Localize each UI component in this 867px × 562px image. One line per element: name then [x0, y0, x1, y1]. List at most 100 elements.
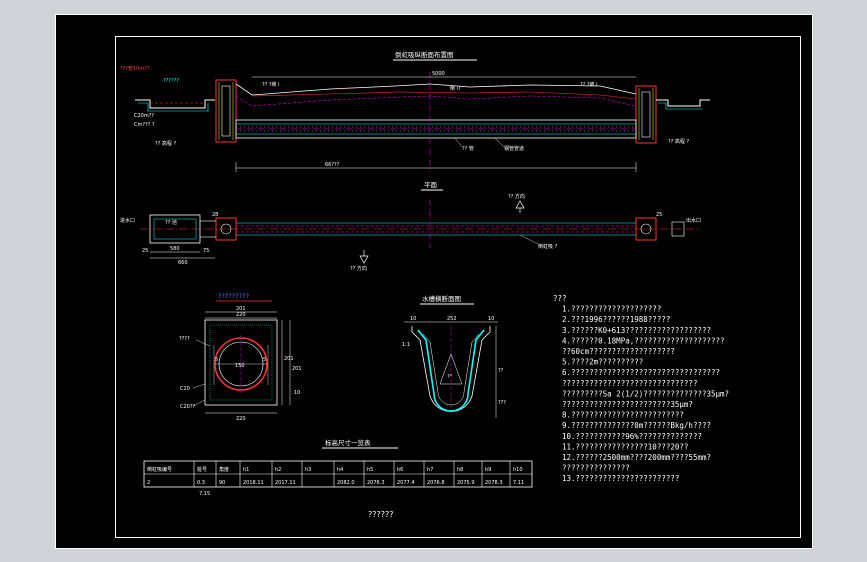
pipe-label-1: ?? 管 — [462, 145, 474, 152]
cs-top-right: 10 — [488, 316, 494, 322]
note-line: 12.??????2500mm????200mm????55mm? — [562, 453, 711, 462]
table-data-cell: 2078.3 — [485, 480, 503, 486]
table-header-cell: h5 — [367, 467, 373, 473]
table-header-cell: h3 — [305, 467, 311, 473]
table-header-cell: h7 — [427, 467, 433, 473]
profile-title: 倒虹吸纵断面布置图 — [395, 50, 454, 59]
ps-inner: 150 — [235, 363, 245, 369]
ps-r1: 201 — [284, 356, 294, 362]
ps-b: 5 — [263, 357, 266, 363]
plan-n2: 75 — [203, 248, 209, 254]
ps-bottom: 220 — [236, 416, 246, 422]
note-line: ?????????Sa 2(1/2)??????????????35μm? — [562, 389, 729, 398]
plan-dim-2: 660 — [178, 260, 188, 266]
ps-r2: 201 — [292, 366, 302, 372]
plan-left-end: 进水口 — [120, 217, 135, 224]
label-left-low1: C20m?? — [134, 113, 154, 119]
cross-section-title: 水槽横断面图 — [422, 294, 461, 303]
note-line: ????????????????????????35μm? — [562, 400, 693, 409]
ps-mid1: C20 — [180, 386, 190, 392]
ps-a: 5 — [215, 357, 218, 363]
table-data-cell: 2077.4 — [397, 480, 415, 486]
note-line: 3.??????K0+613??????????????????? — [562, 326, 711, 335]
note-line: 10.???????????96%?????????????? — [562, 432, 702, 441]
note-line: 8.????????????????????????? — [562, 411, 684, 420]
table-data-cell: 2076.3 — [367, 480, 385, 486]
plan-dir-in: ?? 方向 — [508, 193, 525, 200]
ps-side: 10 — [294, 390, 300, 396]
pipe-label-2: 钢管管道 — [504, 145, 524, 152]
label-right-bottom: ?? 高程 ? — [668, 138, 689, 145]
profile-dim-top: 5000 — [432, 71, 445, 77]
ps-left: ???? — [179, 336, 190, 342]
cs-angle: ?° — [447, 374, 453, 380]
profile-dim-overall: 66??? — [325, 162, 340, 168]
note-line: ?????????????????????????????? — [562, 379, 697, 388]
note-line: ??????????????? — [562, 464, 630, 473]
table-title: 标高尺寸一览表 — [325, 438, 371, 447]
cs-side1: 1:1 — [402, 342, 410, 348]
table-header-cell: h1 — [243, 467, 249, 473]
elevation-table: 标高尺寸一览表 倒虹吸编号2桩号0.3角度90h12018.11h22017.1… — [143, 438, 533, 497]
inner-drawing-border — [115, 36, 801, 538]
plan-dir-out: ?? 方向 — [350, 265, 367, 272]
cs-top-left: 10 — [410, 316, 416, 322]
cs-top-mid: 252 — [447, 316, 457, 322]
table-header-cell: h10 — [513, 467, 523, 473]
note-line: 9.??????????????0m??????Bkg/h???? — [562, 421, 711, 430]
table-header-cell: h8 — [457, 467, 463, 473]
table-data-cell: 7.11 — [513, 480, 524, 486]
pipe-section-title: ????????? — [218, 292, 249, 300]
profile-center-label: 倒 i? — [450, 85, 461, 92]
table-data-cell: 2076.8 — [427, 480, 445, 486]
note-line: ??60cm??????????????????? — [562, 347, 675, 356]
table-header-cell: h4 — [337, 467, 343, 473]
table-header-cell: h6 — [397, 467, 403, 473]
cs-depth: ??? — [498, 400, 506, 406]
segment-left: ?? ?坡 i — [262, 81, 280, 88]
table-data-cell: 2082.0 — [337, 480, 355, 486]
label-left-top: ???管10m?? — [120, 65, 150, 72]
profile-view: 倒虹吸纵断面布置图 — [120, 50, 710, 172]
segment-right: ?? ?坡 i — [580, 81, 598, 88]
table-data-cell: 2075.9 — [457, 480, 475, 486]
table-header-cell: h2 — [275, 467, 281, 473]
table-header-cell: h9 — [485, 467, 491, 473]
table-header-cell: 桩号 — [197, 466, 207, 473]
ps-mid2: C20?? — [180, 404, 196, 410]
table-data-cell: 2018.11 — [243, 480, 264, 486]
label-left-low2: Cm??? ? — [134, 122, 155, 128]
label-left-mid: ?????? — [163, 78, 179, 84]
note-line: 2.???1996??????1988????? — [562, 315, 670, 324]
ps-top1: 201 — [236, 306, 246, 312]
plan-n1: 25 — [142, 248, 148, 254]
notes: ??? 1.????????????????????2.???1996??????… — [553, 294, 729, 483]
plan-box-label: ?? 池 — [165, 219, 177, 226]
plan-title: 平面 — [424, 181, 438, 189]
note-line: 6.????????????????????????????????? — [562, 368, 720, 377]
table-header-cell: 倒虹吸编号 — [147, 466, 172, 473]
table-data-cell: 2 — [147, 480, 150, 486]
plan-dim-1: 580 — [170, 246, 180, 252]
table-below: 7.15 — [199, 491, 210, 497]
table-data-cell: 90 — [219, 480, 225, 486]
ps-top2: 220 — [236, 312, 246, 318]
pipe-section-view: ????????? 201 220 220 201 201 ???? 150 C… — [179, 292, 302, 422]
note-line: 4.??????0.18MPa,???????????????????? — [562, 336, 725, 345]
plan-pipe-label: 倒虹吸 ? — [538, 243, 558, 250]
note-line: ??? — [553, 294, 567, 303]
table-data-cell: 2017.11 — [275, 480, 296, 486]
plan-n4: 25 — [656, 212, 662, 218]
plan-right-end: 出水口 — [686, 217, 701, 224]
cs-side-dim: ?? — [498, 368, 504, 374]
plan-view: 平面 ?? 池 580 660 25 75 28 25 进水口 出水口 倒虹吸 … — [120, 181, 701, 272]
channel-section-view: 水槽横断面图 10 252 10 ?° 1:1 ?? ??? — [402, 294, 506, 418]
note-line: 1.???????????????????? — [562, 305, 661, 314]
footer-text: ?????? — [368, 510, 393, 519]
note-line: 13.??????????????????????? — [562, 474, 679, 483]
label-left-bottom: ?? 高程 ? — [155, 140, 176, 147]
table-header-cell: 角度 — [219, 466, 229, 473]
plan-n3: 28 — [212, 212, 218, 218]
note-line: 11.????????????????10???20?? — [562, 442, 688, 451]
